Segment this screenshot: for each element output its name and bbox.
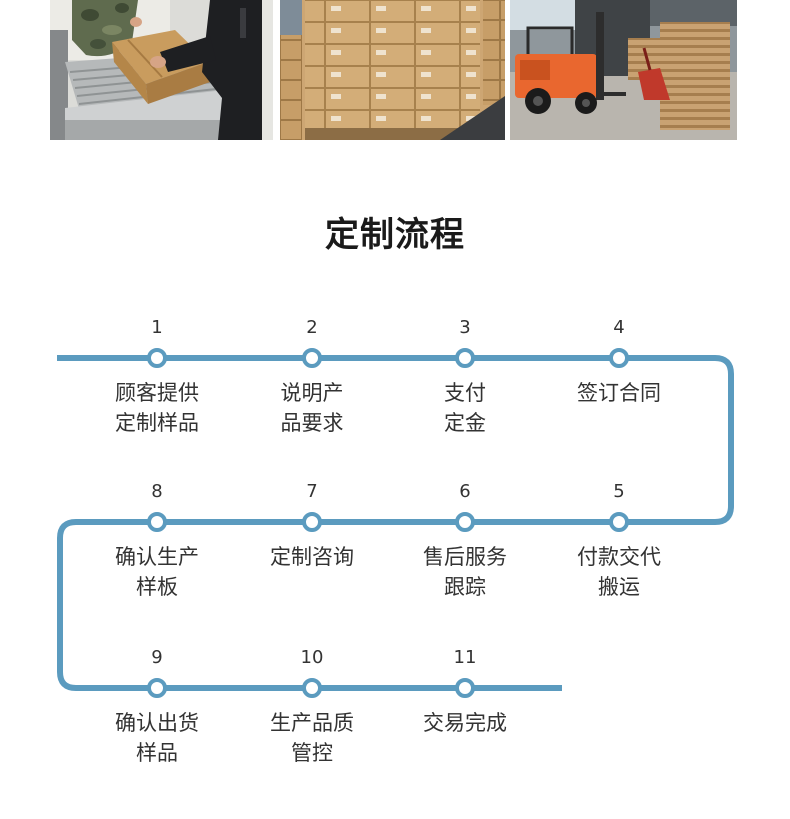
step-label-line: 管控 <box>291 741 333 765</box>
step-label-line: 交易完成 <box>423 711 507 735</box>
step-label: 定制咨询 <box>232 542 392 572</box>
step-node <box>609 348 629 368</box>
step-3: 3 支付 定金 <box>385 317 545 447</box>
step-label-line: 样板 <box>136 575 178 599</box>
step-number: 8 <box>151 481 163 502</box>
step-label: 说明产 品要求 <box>232 378 392 438</box>
step-label-line: 确认出货 <box>115 711 199 735</box>
step-4: 4 签订合同 <box>539 317 699 447</box>
step-number: 11 <box>453 647 477 668</box>
step-1: 1 顾客提供 定制样品 <box>77 317 237 447</box>
step-label-line: 生产品质 <box>270 711 354 735</box>
pallet-jack <box>638 47 670 100</box>
carton-stack-photo <box>280 0 505 140</box>
step-node <box>302 678 322 698</box>
step-label-line: 售后服务 <box>423 545 507 569</box>
step-label: 确认生产 样板 <box>77 542 237 602</box>
step-label: 顾客提供 定制样品 <box>77 378 237 438</box>
step-label: 确认出货 样品 <box>77 708 237 768</box>
step-number: 3 <box>459 317 471 338</box>
step-label: 售后服务 跟踪 <box>385 542 545 602</box>
step-label: 付款交代 搬运 <box>539 542 699 602</box>
carton-column-right <box>483 0 505 105</box>
step-label-line: 定金 <box>444 411 486 435</box>
step-label: 支付 定金 <box>385 378 545 438</box>
step-node <box>455 512 475 532</box>
step-node <box>455 348 475 368</box>
step-node <box>147 348 167 368</box>
step-label: 签订合同 <box>539 378 699 408</box>
step-label-line: 搬运 <box>598 575 640 599</box>
step-2: 2 说明产 品要求 <box>232 317 392 447</box>
step-11: 11 交易完成 <box>385 647 545 777</box>
carton-column-left <box>280 35 302 140</box>
worker-black-jacket <box>150 0 262 140</box>
step-node <box>147 512 167 532</box>
step-number: 2 <box>306 317 318 338</box>
step-node <box>455 678 475 698</box>
step-label-line: 确认生产 <box>115 545 199 569</box>
step-label-line: 顾客提供 <box>115 381 199 405</box>
carton-stack <box>305 0 480 128</box>
section-title: 定制流程 <box>325 215 465 255</box>
step-label-line: 支付 <box>444 381 486 405</box>
step-number: 10 <box>300 647 324 668</box>
step-node <box>302 512 322 532</box>
step-number: 7 <box>306 481 318 502</box>
step-5: 5 付款交代 搬运 <box>539 481 699 611</box>
step-number: 5 <box>613 481 625 502</box>
step-label-line: 样品 <box>136 741 178 765</box>
forklift-photo <box>510 0 737 140</box>
step-node <box>147 678 167 698</box>
step-label: 生产品质 管控 <box>232 708 392 768</box>
pallet-stack <box>660 22 730 130</box>
forklift <box>515 12 626 114</box>
packing-photo <box>50 0 273 140</box>
step-label-line: 付款交代 <box>577 545 661 569</box>
step-9: 9 确认出货 样品 <box>77 647 237 777</box>
step-number: 9 <box>151 647 163 668</box>
step-label: 交易完成 <box>385 708 545 738</box>
step-number: 1 <box>151 317 163 338</box>
step-label-line: 说明产 <box>280 381 344 405</box>
step-6: 6 售后服务 跟踪 <box>385 481 545 611</box>
step-label-line: 签订合同 <box>577 381 661 405</box>
step-label-line: 定制样品 <box>115 411 199 435</box>
step-label-line: 跟踪 <box>444 575 486 599</box>
step-node <box>609 512 629 532</box>
step-node <box>302 348 322 368</box>
step-number: 6 <box>459 481 471 502</box>
step-label-line: 定制咨询 <box>270 545 354 569</box>
step-number: 4 <box>613 317 625 338</box>
step-label-line: 品要求 <box>280 411 344 435</box>
step-8: 8 确认生产 样板 <box>77 481 237 611</box>
step-10: 10 生产品质 管控 <box>232 647 392 777</box>
step-7: 7 定制咨询 <box>232 481 392 611</box>
